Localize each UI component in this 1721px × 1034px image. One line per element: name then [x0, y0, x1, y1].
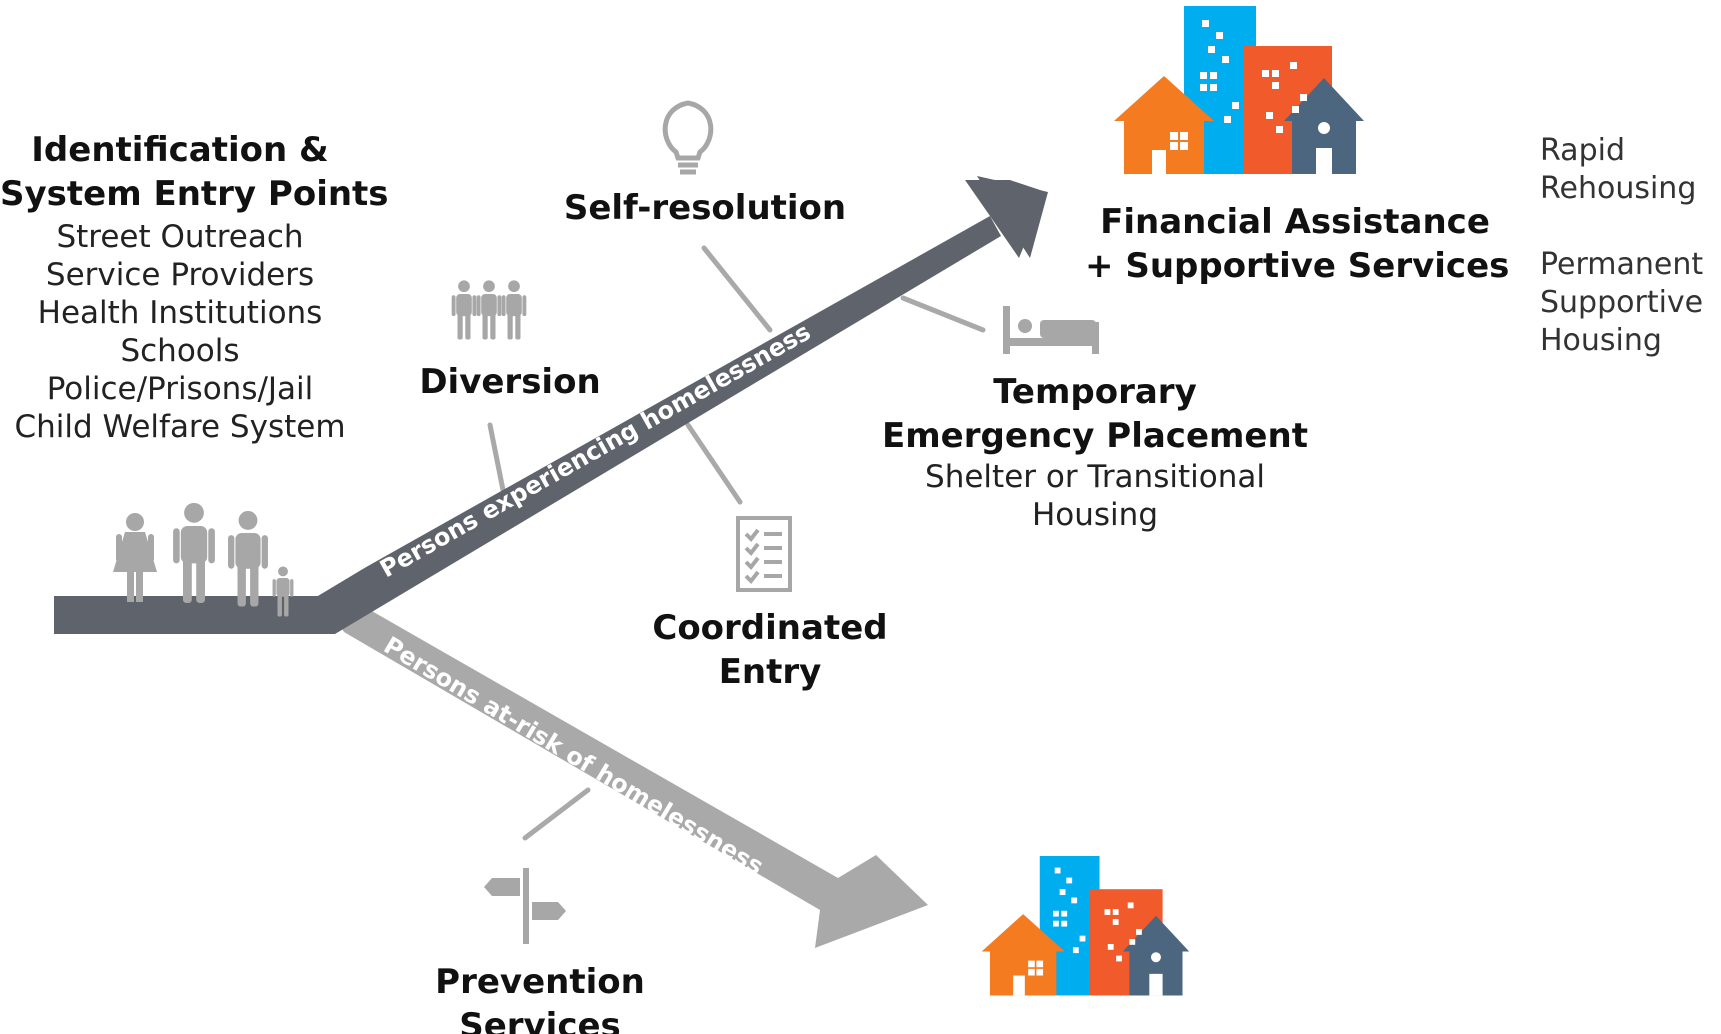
- temporary-placement-block: Temporary Emergency Placement Shelter or…: [860, 370, 1330, 534]
- temporary-placement-subtitle: Shelter or Transitional Housing: [925, 459, 1265, 533]
- coordinated-entry-label: Coordinated Entry: [652, 608, 888, 692]
- people-group-icon: [451, 280, 527, 340]
- entry-item-child-welfare: Child Welfare System: [14, 409, 346, 445]
- entry-points-title: Identification & System Entry Points: [0, 130, 389, 214]
- lightbulb-icon: [662, 100, 714, 175]
- upper-arrow-label: Persons experiencing homelessness: [375, 318, 815, 584]
- entry-item-police-prisons-jail: Police/Prisons/Jail: [46, 371, 314, 407]
- prevention-housing-icon: [981, 856, 1190, 996]
- outcome-supportive: Supportive: [1540, 285, 1704, 320]
- entry-points-list: Street Outreach Service Providers Health…: [0, 218, 360, 446]
- housing-outcomes-list: Rapid Rehousing Permanent Supportive Hou…: [1540, 132, 1718, 360]
- at-risk-arrow: [326, 602, 928, 948]
- diversion-label: Diversion: [419, 362, 601, 402]
- entry-item-service-providers: Service Providers: [45, 257, 315, 293]
- checklist-icon: [736, 516, 792, 592]
- outcome-permanent: Permanent: [1540, 247, 1704, 282]
- entry-item-schools: Schools: [120, 333, 240, 369]
- outcome-housing: Housing: [1540, 323, 1662, 358]
- bed-icon: [1003, 306, 1099, 354]
- entry-item-street-outreach: Street Outreach: [56, 219, 304, 255]
- homelessness-arrow-head: [977, 176, 1048, 258]
- signpost-icon: [484, 868, 566, 944]
- entry-points-block: Identification & System Entry Points Str…: [0, 128, 389, 446]
- prevention-services-label: Prevention Services: [435, 962, 645, 1034]
- self-resolution-label: Self-resolution: [563, 188, 847, 228]
- family-icon: [113, 502, 294, 617]
- connector-lines: [487, 245, 986, 841]
- housing-buildings-icon: [1114, 6, 1364, 174]
- outcome-rapid: Rapid: [1540, 133, 1625, 168]
- outcome-rehousing: Rehousing: [1540, 171, 1697, 206]
- financial-assistance-label: Financial Assistance + Supportive Servic…: [1085, 202, 1510, 286]
- entry-item-health-institutions: Health Institutions: [37, 295, 323, 331]
- temporary-placement-title: Temporary Emergency Placement: [882, 372, 1308, 456]
